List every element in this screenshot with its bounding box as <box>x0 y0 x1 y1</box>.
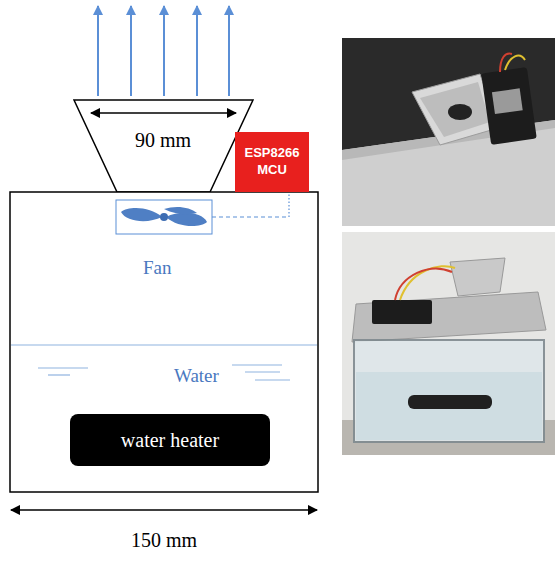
funnel-inner <box>420 82 490 137</box>
lid <box>352 292 546 342</box>
funnel-outline <box>74 100 253 192</box>
dimension-arrow <box>91 112 236 114</box>
mcu-chip <box>492 88 523 114</box>
tank-outline <box>10 192 318 492</box>
photo-bottom <box>342 232 555 455</box>
glass-tank <box>354 340 544 442</box>
funnel-print <box>450 258 505 296</box>
fan-symbol <box>116 200 212 234</box>
water-surface <box>11 344 317 345</box>
fan-blade <box>121 208 162 221</box>
fan-blade <box>166 213 207 226</box>
part-label: Fan <box>143 257 172 279</box>
water-mark <box>48 374 70 375</box>
heater-box: water heater <box>70 414 270 466</box>
control-wire <box>212 216 289 217</box>
photo-background <box>342 38 555 226</box>
water-mark <box>255 379 290 380</box>
dimension-label: 150 mm <box>131 529 197 552</box>
wire <box>395 269 452 300</box>
fan-blade <box>164 207 197 214</box>
fan-hub <box>160 213 168 221</box>
heater-photo <box>408 395 492 409</box>
fan-photo <box>448 104 472 120</box>
airflow-arrow <box>97 6 99 96</box>
dimension-arrow <box>11 509 317 511</box>
mcu-label-box: ESP8266 MCU <box>235 132 309 192</box>
photo-background <box>342 232 555 455</box>
water-mark <box>38 367 88 368</box>
airflow-arrow <box>163 6 165 96</box>
water-marks <box>38 365 290 380</box>
mcu-board <box>372 300 432 324</box>
airflow-arrow <box>196 6 198 96</box>
airflow-arrow <box>130 6 132 96</box>
wire <box>500 54 512 72</box>
wire <box>505 56 525 70</box>
water-mark <box>245 371 280 372</box>
airflow-arrow <box>228 6 230 96</box>
part-label: Water <box>174 365 219 387</box>
airflow-arrows <box>98 6 229 96</box>
wire <box>400 266 455 300</box>
water-mark <box>232 364 282 365</box>
dimension-label: 90 mm <box>135 129 191 152</box>
water-photo <box>356 372 542 440</box>
mcu-board <box>481 67 537 145</box>
node-text: ESP8266 MCU <box>239 145 305 179</box>
photo-top <box>342 38 555 226</box>
fan-frame <box>116 200 212 234</box>
node-text: water heater <box>121 427 219 453</box>
control-wire <box>288 193 289 217</box>
